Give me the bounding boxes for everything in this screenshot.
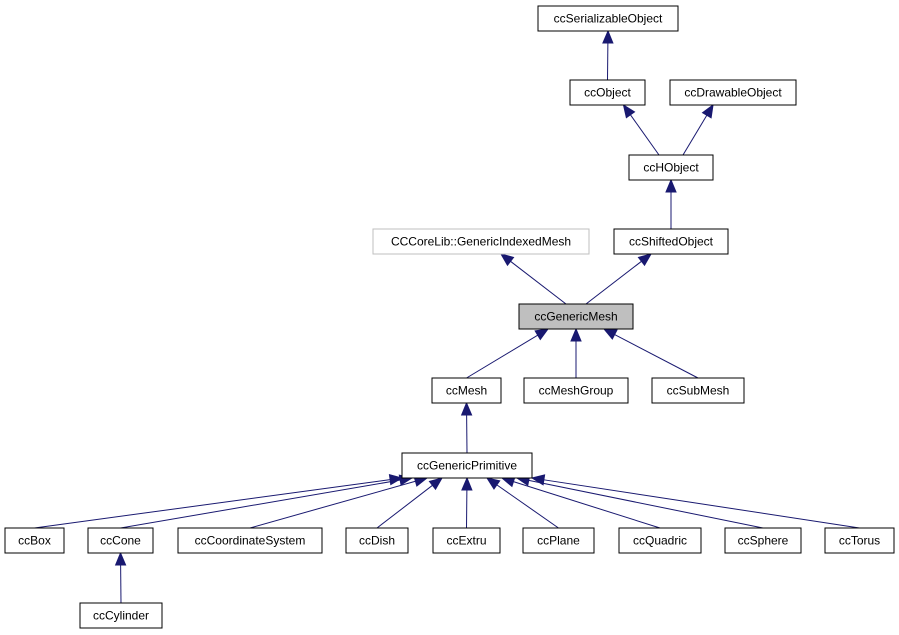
node-box xyxy=(613,228,729,255)
node-ccDrawableObject[interactable]: ccDrawableObject xyxy=(669,79,797,106)
edge-ccCoordinateSystem-to-ccGenericPrimitive xyxy=(249,480,416,529)
node-ccCylinder[interactable]: ccCylinder xyxy=(79,602,163,629)
arrowhead-ccTorus-to-ccGenericPrimitive xyxy=(530,474,546,486)
node-box xyxy=(401,452,533,479)
node-box xyxy=(628,154,714,181)
node-box xyxy=(523,377,629,404)
edges-layer xyxy=(34,29,860,604)
node-label: CCCoreLib::GenericIndexedMesh xyxy=(391,235,571,249)
node-ccSubMesh[interactable]: ccSubMesh xyxy=(651,377,745,404)
edge-ccHObject-to-ccObject xyxy=(630,114,660,156)
node-label: ccCoordinateSystem xyxy=(195,534,306,548)
edge-ccHObject-to-ccDrawableObject xyxy=(682,115,708,156)
node-ccPlane[interactable]: ccPlane xyxy=(522,527,595,554)
node-ccDish[interactable]: ccDish xyxy=(345,527,409,554)
node-label: ccTorus xyxy=(839,534,880,548)
arrowhead-ccHObject-to-ccObject xyxy=(622,103,636,119)
node-label: ccQuadric xyxy=(633,534,687,548)
arrowhead-ccGenericMesh-to-ccShiftedObject xyxy=(637,253,653,267)
arrowhead-ccExtru-to-ccGenericPrimitive xyxy=(461,476,473,491)
node-box xyxy=(345,527,409,554)
arrowhead-ccMesh-to-ccGenericMesh xyxy=(534,328,550,341)
node-ccSerializableObject[interactable]: ccSerializableObject xyxy=(537,5,679,32)
node-label: ccMeshGroup xyxy=(539,384,614,398)
node-ccTorus[interactable]: ccTorus xyxy=(824,527,895,554)
edge-ccGenericMesh-to-ccShiftedObject xyxy=(585,260,642,305)
arrowhead-ccObject-to-ccSerializableObject xyxy=(602,29,614,44)
node-ccExtru[interactable]: ccExtru xyxy=(432,527,501,554)
node-box xyxy=(537,5,679,32)
node-label: ccGenericPrimitive xyxy=(417,459,517,473)
edge-ccQuadric-to-ccGenericPrimitive xyxy=(513,481,661,529)
edge-ccDish-to-ccGenericPrimitive xyxy=(376,484,433,529)
arrowhead-ccGenericMesh-to-GenericIndexedMesh xyxy=(499,253,515,267)
edge-ccSphere-to-ccGenericPrimitive xyxy=(528,479,764,529)
arrowhead-ccDish-to-ccGenericPrimitive xyxy=(428,477,444,491)
node-label: ccDish xyxy=(359,534,395,548)
node-ccQuadric[interactable]: ccQuadric xyxy=(618,527,702,554)
arrowhead-ccShiftedObject-to-ccHObject xyxy=(665,178,677,193)
node-label: ccSphere xyxy=(738,534,789,548)
node-box xyxy=(724,527,802,554)
node-box xyxy=(87,527,154,554)
node-GenericIndexedMesh[interactable]: CCCoreLib::GenericIndexedMesh xyxy=(372,228,590,255)
node-box xyxy=(651,377,745,404)
node-box xyxy=(618,527,702,554)
node-label: ccCylinder xyxy=(93,609,149,623)
node-box xyxy=(372,228,590,255)
node-label: ccObject xyxy=(584,86,631,100)
node-ccCoordinateSystem[interactable]: ccCoordinateSystem xyxy=(177,527,323,554)
arrowhead-ccPlane-to-ccGenericPrimitive xyxy=(485,477,501,490)
arrowhead-ccSubMesh-to-ccGenericMesh xyxy=(602,328,618,340)
node-box xyxy=(432,527,501,554)
arrowhead-ccMeshGroup-to-ccGenericMesh xyxy=(570,327,582,342)
node-label: ccSubMesh xyxy=(667,384,730,398)
node-box xyxy=(431,377,502,404)
arrowhead-ccBox-to-ccGenericPrimitive xyxy=(388,473,404,486)
node-ccHObject[interactable]: ccHObject xyxy=(628,154,714,181)
node-label: ccSerializableObject xyxy=(554,12,663,26)
arrowhead-ccHObject-to-ccDrawableObject xyxy=(701,103,714,119)
node-label: ccExtru xyxy=(446,534,486,548)
node-label: ccCone xyxy=(100,534,141,548)
node-label: ccHObject xyxy=(643,161,699,175)
node-box xyxy=(4,527,65,554)
edge-ccGenericMesh-to-GenericIndexedMesh xyxy=(510,260,567,305)
node-ccMesh[interactable]: ccMesh xyxy=(431,377,502,404)
node-label: ccPlane xyxy=(537,534,580,548)
arrowhead-ccCylinder-to-ccCone xyxy=(114,551,127,566)
node-box xyxy=(522,527,595,554)
node-box xyxy=(669,79,797,106)
edge-ccSubMesh-to-ccGenericMesh xyxy=(614,334,699,379)
node-ccObject[interactable]: ccObject xyxy=(569,79,646,106)
edge-ccCone-to-ccGenericPrimitive xyxy=(120,479,401,529)
arrowhead-ccGenericPrimitive-to-ccMesh xyxy=(460,401,473,416)
edge-ccBox-to-ccGenericPrimitive xyxy=(34,479,391,529)
edge-ccMesh-to-ccGenericMesh xyxy=(466,334,538,379)
node-ccBox[interactable]: ccBox xyxy=(4,527,65,554)
node-label: ccBox xyxy=(18,534,51,548)
node-box xyxy=(518,303,634,330)
node-label: ccShiftedObject xyxy=(629,235,714,249)
node-ccMeshGroup[interactable]: ccMeshGroup xyxy=(523,377,629,404)
edge-ccTorus-to-ccGenericPrimitive xyxy=(543,479,860,529)
node-ccShiftedObject[interactable]: ccShiftedObject xyxy=(613,228,729,255)
node-ccSphere[interactable]: ccSphere xyxy=(724,527,802,554)
node-label: ccGenericMesh xyxy=(534,310,617,324)
node-label: ccDrawableObject xyxy=(684,86,782,100)
node-ccGenericPrimitive[interactable]: ccGenericPrimitive xyxy=(401,452,533,479)
node-box xyxy=(177,527,323,554)
node-box xyxy=(569,79,646,106)
node-box xyxy=(824,527,895,554)
node-box xyxy=(79,602,163,629)
node-ccCone[interactable]: ccCone xyxy=(87,527,154,554)
edge-ccPlane-to-ccGenericPrimitive xyxy=(496,484,559,529)
node-label: ccMesh xyxy=(446,384,487,398)
node-ccGenericMesh[interactable]: ccGenericMesh xyxy=(518,303,634,330)
